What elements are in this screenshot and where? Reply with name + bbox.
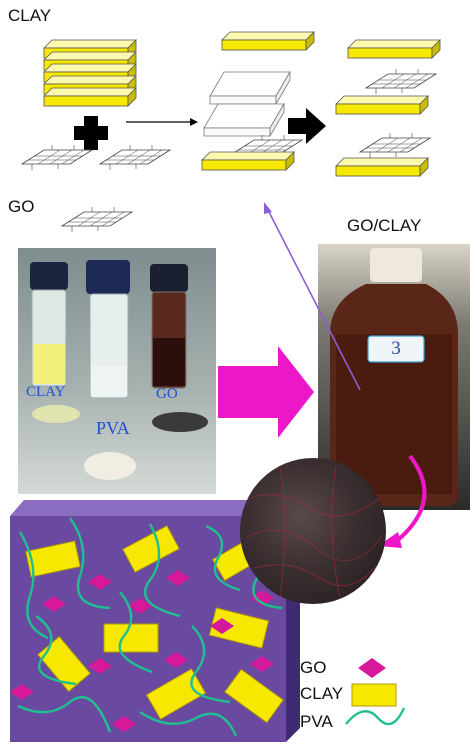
vials-photo: CLAY PVA GO bbox=[18, 248, 216, 494]
vial-label-pva: PVA bbox=[96, 418, 130, 438]
clay-platelets bbox=[25, 525, 284, 724]
legend-clay-swatch bbox=[351, 683, 397, 707]
legend-pva-label: PVA bbox=[300, 712, 333, 731]
legend-pva-swatch bbox=[345, 707, 406, 726]
go-label: GO bbox=[8, 197, 35, 216]
vial-label-go: GO bbox=[156, 386, 178, 402]
curved-arrow-icon bbox=[396, 454, 427, 542]
sem-micrograph bbox=[240, 458, 386, 604]
right-arrow-icon bbox=[288, 108, 326, 144]
composite-schematic bbox=[10, 500, 406, 742]
intercalation-schematic bbox=[21, 31, 441, 233]
right-arrow-icon bbox=[126, 118, 198, 126]
connector-arrow bbox=[264, 202, 361, 391]
clay-label: CLAY bbox=[8, 6, 52, 25]
legend-go-label: GO bbox=[300, 658, 327, 677]
legend-go-swatch bbox=[358, 658, 386, 678]
right-arrow-icon bbox=[218, 346, 314, 438]
bottle-tag: 3 bbox=[391, 338, 401, 359]
go-particles bbox=[10, 570, 274, 732]
plus-icon bbox=[74, 116, 108, 150]
vial-label-clay: CLAY bbox=[26, 384, 66, 400]
legend-clay-label: CLAY bbox=[300, 684, 344, 703]
go-clay-label: GO/CLAY bbox=[347, 216, 422, 235]
